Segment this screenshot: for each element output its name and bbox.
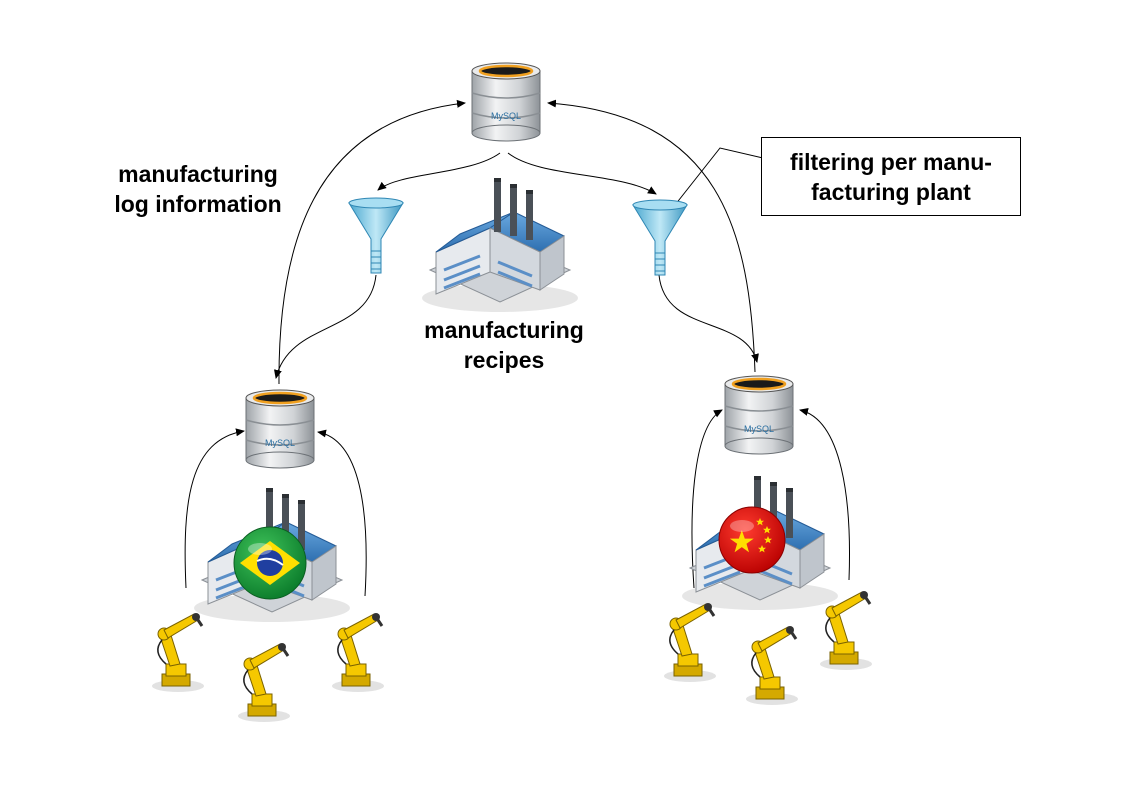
mysql-logo-text: MySQL xyxy=(265,438,295,448)
brazil-plant-mysql-database-icon: MySQL xyxy=(244,388,316,470)
callout-leader-line xyxy=(659,147,764,225)
filter-funnel-icon-right xyxy=(632,199,688,276)
industrial-robot-icon xyxy=(236,641,292,724)
label-line: recipes xyxy=(463,347,545,373)
industrial-robot-icon xyxy=(744,624,800,707)
manufacturing-log-information-label: manufacturing log information xyxy=(100,159,296,219)
china-plant-mysql-database-icon: MySQL xyxy=(723,374,795,456)
industrial-robot-icon xyxy=(662,601,718,684)
mysql-logo-text: MySQL xyxy=(744,424,774,434)
connectors xyxy=(184,99,850,597)
arrow-central-to-right-funnel xyxy=(507,152,657,195)
filter-funnel-icon-left xyxy=(348,197,404,274)
industrial-robot-icon xyxy=(330,611,386,694)
label-line: facturing plant xyxy=(811,179,971,205)
label-line: log information xyxy=(114,191,282,217)
arrow-right-funnel-to-plant-db xyxy=(658,274,759,363)
manufacturing-recipes-label: manufacturing recipes xyxy=(402,315,606,375)
industrial-robot-icon xyxy=(150,611,206,694)
china-flag-icon xyxy=(718,506,786,574)
mysql-logo-text: MySQL xyxy=(491,111,521,121)
arrow-robot4-to-right-db xyxy=(691,409,723,589)
label-line: filtering per manu- xyxy=(790,149,992,175)
central-factory-icon xyxy=(420,176,580,314)
arrow-central-to-left-funnel xyxy=(377,152,501,191)
brazil-flag-icon xyxy=(233,526,307,600)
filtering-callout-box: filtering per manu- facturing plant xyxy=(761,137,1021,216)
arrow-robot3-to-left-db xyxy=(317,429,367,597)
filtering-callout-text: filtering per manu- facturing plant xyxy=(762,147,1020,207)
arrow-robot1-to-left-db xyxy=(184,428,245,589)
central-mysql-database-icon: MySQL xyxy=(470,61,542,143)
arrow-robot6-to-right-db xyxy=(799,407,850,581)
arrow-left-funnel-to-plant-db xyxy=(274,274,377,379)
label-line: manufacturing xyxy=(424,317,584,343)
arrow-left-plant-to-central xyxy=(278,99,466,385)
arrow-right-plant-to-central xyxy=(547,99,756,373)
label-line: manufacturing xyxy=(118,161,278,187)
